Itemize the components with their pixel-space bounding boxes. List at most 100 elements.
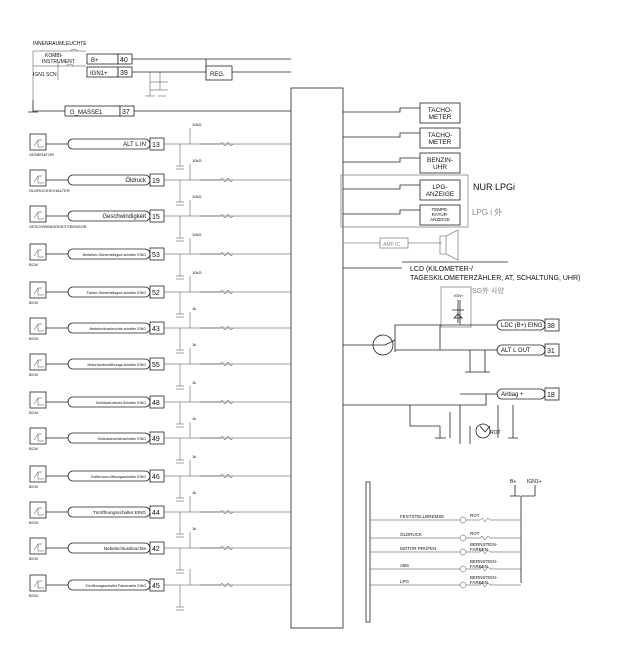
kombi-label: KOMBI- [45,53,63,59]
row-pin: 19 [152,178,160,185]
sensor-label: BCM [29,262,38,267]
switch-icon [33,507,44,516]
pullup-label: 1k [192,342,196,347]
amp-ic-box [379,237,409,249]
row-label: Kofferraum-öffnungsschalter EING [91,475,146,479]
row-label: Motorhaubenöffnungs-schalter EING [88,363,147,367]
row-pin: 43 [152,326,160,333]
sensor-label: GESCHWINDIGKEITSSENSOR [29,224,87,229]
masse-label: G_MASSE1 [70,110,103,116]
warning-label: ÖLDRUCK [400,531,422,537]
warning-label: ABS [400,563,409,568]
right-pin: Airbag +18 [496,387,560,401]
pullup-label: 10kΩ [192,158,201,163]
row-wire [164,532,291,570]
switch-icon [33,287,44,296]
switch-icon [33,175,44,184]
buzzer-section: AMP IC [343,229,459,261]
row-wire [164,238,291,276]
gauge-line2: ANZEIGE [426,191,455,198]
sensor-label: ÖLDRUCKSCHALTER [29,188,70,193]
top-supply: INNENRAUMLEUCHTE KOMBI- INSTRUMENT IGN1 … [28,41,291,117]
pullup-label: 1k [192,490,196,495]
masse-pin: 37 [122,109,130,116]
sensor-box [29,574,47,592]
row-pin: 52 [152,290,160,297]
warning-label: MOTOR PRÜFEN [400,545,436,551]
row-wire [164,496,291,534]
gauge-box [419,102,461,124]
switch-icon [33,580,44,589]
pullup-label: 1k [192,416,196,421]
airbag-rot-label: ROT [490,430,501,436]
lcd-line2: TAGESKILOMETERZÄHLER, AT, SCHALTUNG, UHR… [410,274,580,282]
switch-icon [33,433,44,442]
gauge-line2: METER [429,114,452,121]
instrument-label: INSTRUMENT [42,59,75,65]
lamp-icon [459,516,467,524]
switch-icon [33,471,44,480]
sensor-box [29,427,47,445]
sensor-label: BCM [29,593,38,598]
row-label: ALT L IN [123,142,146,148]
sensor-label: BCM [29,372,38,377]
lamp-icon [459,548,467,556]
lamp-icon [459,534,467,542]
row-label: Schlüssel-steckt-Schalter EING [96,401,146,405]
sensor-label: BCM [29,446,38,451]
reg-label: REG. [210,72,225,78]
gauge-box [419,152,461,174]
warning-lamp: ÖLDRUCK ROT [370,531,521,542]
lcd-line1: LCD (KILOMETER-/ [410,266,473,273]
sensor-box [29,169,47,187]
ic-body [290,87,344,629]
row-wire [164,422,291,460]
speaker-icon [439,229,459,261]
row-wire [164,386,291,424]
sensor-box [29,391,47,409]
switch-icon [33,249,44,258]
right-pin-label: ALT L OUT [501,348,531,354]
sensor-box [29,133,47,151]
sensor-label: BCM [29,520,38,525]
lamp-icon [459,565,467,573]
warn-bplus: B+ [510,479,516,485]
row-wire [164,128,291,166]
ign1-pin: 39 [120,70,128,77]
resistor-icon [219,509,234,515]
bplus-label: B+ [91,58,99,64]
switch-icon [33,543,44,552]
resistor-icon [219,177,234,183]
gauge-line2: METER [429,139,452,146]
warning-color: ROT [470,513,480,518]
warning-label: LPG [400,579,410,584]
warning-color: ROT [470,531,480,536]
warning-color: BERNSTEIN- [470,559,498,564]
pullup-label: 1k [192,306,196,311]
row-label: Nebelschlussleuchte schalter EING [90,327,147,331]
row-wire [164,348,291,386]
row-pin: 46 [152,474,160,481]
sensor-box [29,465,47,483]
sensor-label: BCM [29,336,38,341]
ign1-scn-label: IGN1 SCN [33,72,57,78]
gauge: BENZIN-UHR [343,152,461,174]
sensor-label: BCM [29,484,38,489]
gauge-line1: TEMPE- [431,207,449,212]
gauge-line1: TACHO- [428,132,452,139]
sensor-box [29,243,47,261]
row-pin: 49 [152,436,160,443]
pullup-label: 10kΩ [192,194,201,199]
connector-row: BCM Kofferraum-öffnungsschalter EING 46 1k [29,454,291,502]
resistor-icon [219,251,234,257]
row-pin: 45 [152,583,160,590]
